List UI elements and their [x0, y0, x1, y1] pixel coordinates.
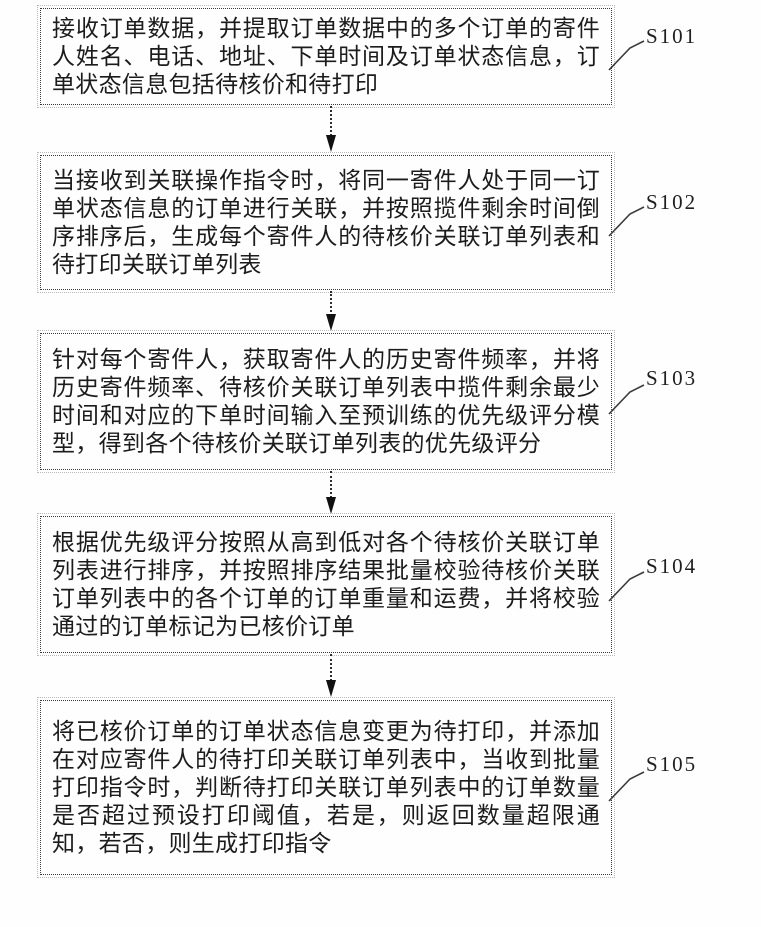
flow-step-s105: 将已核价订单的订单状态信息变更为待打印，并添加在对应寄件人的待打印关联订单列表中…	[37, 697, 615, 878]
step-label-s105: S105	[646, 752, 698, 776]
flow-step-s101: 接收订单数据，并提取订单数据中的多个订单的寄件人姓名、电话、地址、下单时间及订单…	[37, 5, 615, 108]
leader-line-s102	[608, 206, 645, 237]
step-text-s104: 根据优先级评分按照从高到低对各个待核价关联订单列表进行排序，并按照排序结果批量校…	[52, 529, 600, 639]
step-text-s101: 接收订单数据，并提取订单数据中的多个订单的寄件人姓名、电话、地址、下单时间及订单…	[52, 15, 600, 97]
arrow-head-icon	[326, 314, 336, 331]
leader-line-s103	[608, 384, 645, 415]
arrow-shaft	[330, 106, 332, 140]
arrow-head-icon	[326, 680, 336, 697]
step-text-s103: 针对每个寄件人，获取寄件人的历史寄件频率，并将历史寄件频率、待核价关联订单列表中…	[52, 346, 600, 456]
flow-step-s103: 针对每个寄件人，获取寄件人的历史寄件频率，并将历史寄件频率、待核价关联订单列表中…	[37, 330, 615, 473]
leader-line-s101	[608, 40, 645, 71]
flow-arrow-2	[325, 291, 337, 331]
leader-line-s105	[608, 771, 645, 802]
arrow-shaft	[330, 471, 332, 502]
flow-arrow-3	[325, 471, 337, 514]
arrow-head-icon	[326, 497, 336, 514]
step-label-s101: S101	[646, 24, 698, 48]
flow-step-s102: 当接收到关联操作指令时，将同一寄件人处于同一订单状态信息的订单进行关联，并按照揽…	[37, 152, 615, 293]
step-label-s104: S104	[646, 554, 698, 578]
step-text-s105: 将已核价订单的订单状态信息变更为待打印，并添加在对应寄件人的待打印关联订单列表中…	[52, 718, 600, 856]
arrow-shaft	[330, 291, 332, 319]
leader-line-s104	[608, 571, 645, 602]
step-label-s102: S102	[646, 190, 698, 214]
arrow-head-icon	[326, 135, 336, 152]
step-label-s103: S103	[646, 366, 698, 390]
flow-step-s104: 根据优先级评分按照从高到低对各个待核价关联订单列表进行排序，并按照排序结果批量校…	[37, 513, 615, 656]
arrow-shaft	[330, 654, 332, 685]
flow-arrow-1	[325, 106, 337, 152]
flow-arrow-4	[325, 654, 337, 697]
step-text-s102: 当接收到关联操作指令时，将同一寄件人处于同一订单状态信息的订单进行关联，并按照揽…	[52, 167, 600, 277]
